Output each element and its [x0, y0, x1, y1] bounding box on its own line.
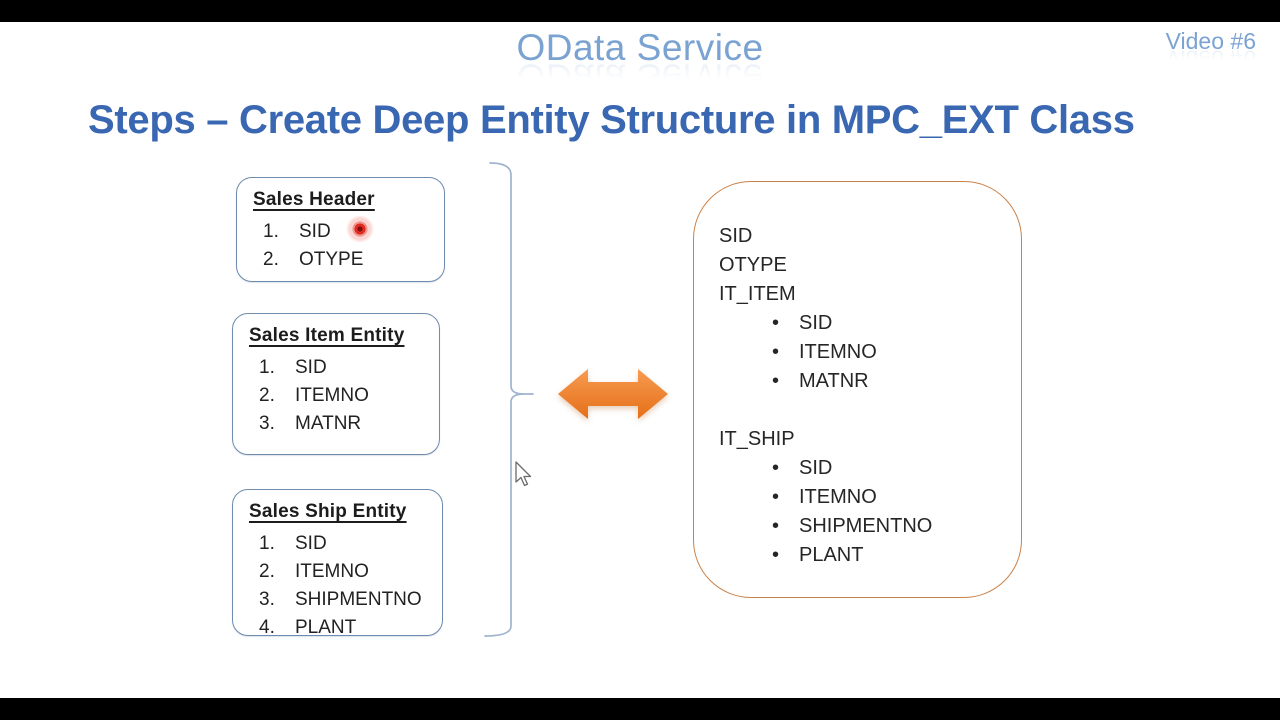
- laser-pointer-dot: [345, 214, 375, 244]
- deep-entity-spacer: [719, 396, 1001, 425]
- entity-card-sales-item: Sales Item Entity SID ITEMNO MATNR: [232, 313, 440, 455]
- mouse-cursor-icon: [515, 461, 532, 487]
- deep-entity-bullet-item: SID: [719, 309, 1001, 338]
- entity-list: SID OTYPE: [253, 218, 434, 274]
- slide-canvas: OData Service OData Service Video #6 Vid…: [0, 22, 1280, 698]
- double-arrow-icon: [558, 369, 668, 419]
- slide-title-reflection: OData Service: [516, 56, 764, 98]
- deep-entity-bullet-item: SID: [719, 454, 1001, 483]
- deep-entity-field: SID: [719, 225, 753, 247]
- entity-list: SID ITEMNO SHIPMENTNO PLANT: [249, 530, 432, 642]
- deep-entity-bullet-item: PLANT: [719, 541, 1001, 570]
- deep-entity-box: SID OTYPE IT_ITEM SID ITEMNO MATNR IT_SH…: [693, 181, 1022, 598]
- deep-entity-field: OTYPE: [719, 254, 787, 276]
- deep-entity-bullet-item: ITEMNO: [719, 483, 1001, 512]
- list-item: MATNR: [259, 410, 362, 438]
- list-item: SID: [259, 530, 327, 558]
- slide-title-text: OData Service: [516, 27, 764, 68]
- deep-entity-group-name: IT_SHIP: [719, 428, 795, 450]
- video-badge-reflection: Video #6: [1165, 45, 1256, 72]
- entity-card-title: Sales Ship Entity: [249, 501, 407, 522]
- deep-entity-group-name: IT_ITEM: [719, 283, 796, 305]
- list-item: SHIPMENTNO: [259, 586, 422, 614]
- video-badge: Video #6 Video #6: [1166, 28, 1256, 72]
- list-item: OTYPE: [263, 246, 364, 274]
- deep-entity-bullet-item: MATNR: [719, 367, 1001, 396]
- entity-card-title: Sales Item Entity: [249, 325, 405, 346]
- list-item: ITEMNO: [259, 558, 369, 586]
- deep-entity-bullet-item: ITEMNO: [719, 338, 1001, 367]
- deep-entity-bullet-item: SHIPMENTNO: [719, 512, 1001, 541]
- slide-title: OData Service OData Service: [0, 27, 1280, 98]
- entity-card-sales-header: Sales Header SID OTYPE: [236, 177, 445, 282]
- list-item: PLANT: [259, 614, 357, 642]
- list-item: SID: [263, 218, 331, 246]
- video-badge-text: Video #6: [1165, 28, 1256, 54]
- list-item: SID: [259, 354, 327, 382]
- entity-card-title: Sales Header: [253, 189, 375, 210]
- entity-list: SID ITEMNO MATNR: [249, 354, 429, 438]
- page-title: Steps – Create Deep Entity Structure in …: [88, 98, 1135, 142]
- list-item: ITEMNO: [259, 382, 369, 410]
- brace-connector: [484, 162, 534, 637]
- entity-card-sales-ship: Sales Ship Entity SID ITEMNO SHIPMENTNO …: [232, 489, 443, 642]
